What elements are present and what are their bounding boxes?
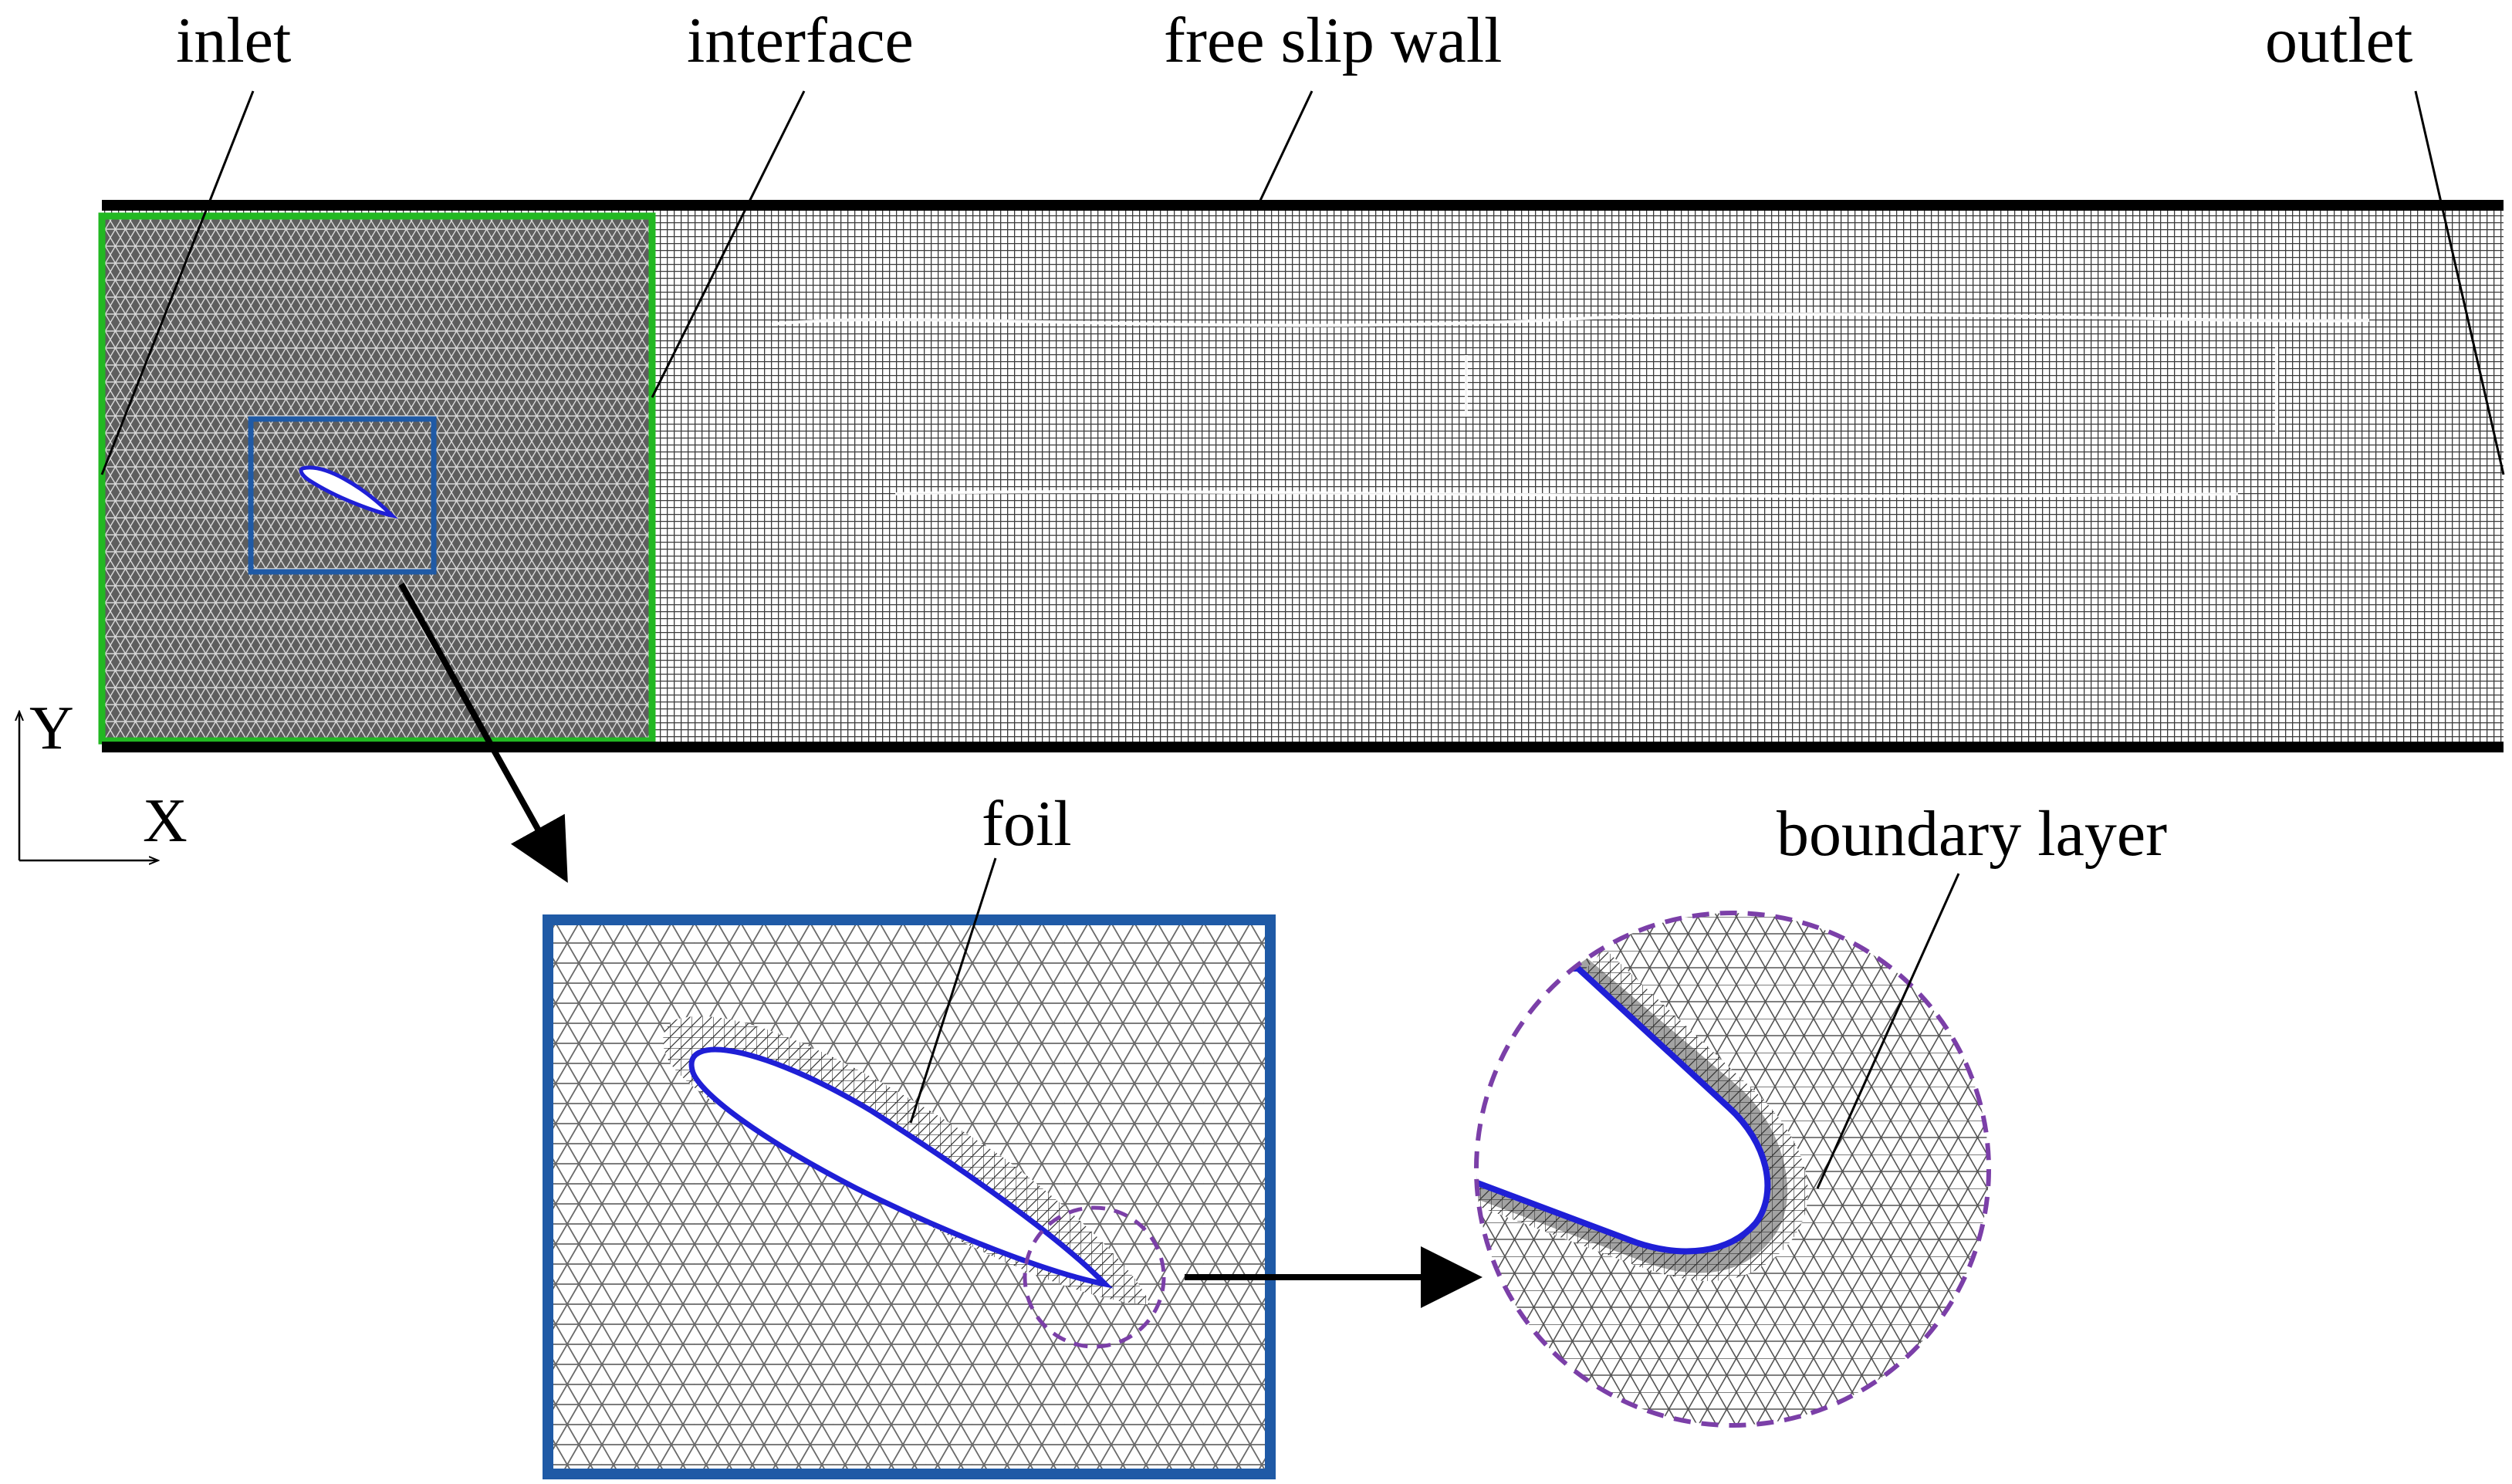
free-slip-wall-label: free slip wall (1164, 5, 1503, 76)
trailing-edge-detail (1474, 911, 1991, 1428)
leader-lines (100, 90, 2505, 1189)
inlet-label: inlet (176, 5, 291, 76)
foil-trailing-edge (1476, 965, 1771, 1255)
outlet-leader (2414, 90, 2505, 475)
zoom-frame (543, 914, 1276, 1479)
unstructured-mesh-region (102, 216, 652, 741)
interface-leader (651, 90, 806, 398)
axes-indicator: Y X (19, 695, 188, 860)
interface-label: interface (687, 5, 914, 76)
y-axis-label: Y (29, 695, 74, 762)
trailing-edge-detail-circle (1023, 1205, 1166, 1349)
computational-domain (98, 200, 2504, 752)
foil-leader (909, 857, 997, 1124)
refinement-trace (771, 313, 2370, 498)
zoom-arrow (398, 583, 568, 883)
interface-boundary (98, 212, 656, 745)
inlet-leader (100, 90, 255, 475)
boundary-layer-leader (1816, 873, 1960, 1189)
foil-small (299, 465, 398, 519)
foil-zoom-box (248, 416, 437, 575)
detail-circle-border (1474, 911, 1991, 1428)
wall-leader (1258, 90, 1313, 203)
boundary-layer-label: boundary layer (1777, 798, 2167, 870)
outlet-label: outlet (2265, 5, 2412, 76)
foil (688, 1046, 1114, 1289)
x-axis-label: X (143, 787, 188, 855)
boundary-layer-wall-band (1476, 956, 1788, 1273)
foil-zoom-view (543, 914, 1276, 1479)
foil-label: foil (982, 788, 1072, 860)
